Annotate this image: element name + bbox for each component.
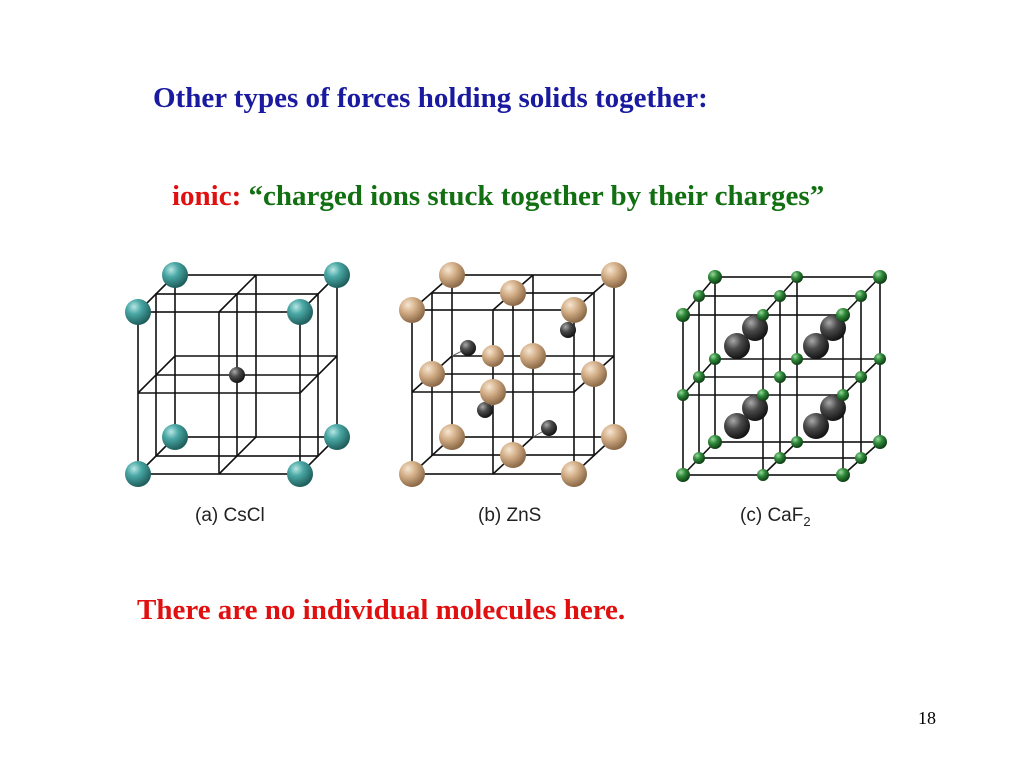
caption-zns: (b) ZnS: [478, 505, 541, 527]
caption-formula: CaF: [767, 505, 804, 526]
atoms-zns: [399, 262, 627, 487]
ionic-description: “charged ions stuck together by their ch…: [248, 180, 825, 212]
atoms-cscl: [125, 262, 350, 487]
caption-subscript: 2: [803, 514, 811, 529]
atoms-caf2: [676, 270, 887, 482]
slide-title: Other types of forces holding solids tog…: [153, 82, 708, 114]
caption-cscl: (a) CsCl: [195, 505, 265, 527]
caption-caf2: (c) CaF2: [740, 505, 811, 529]
ionic-definition: ionic: “charged ions stuck together by t…: [172, 180, 824, 213]
ionic-term: ionic:: [172, 180, 242, 212]
caption-prefix: (a): [195, 505, 224, 526]
note-text: There are no individual molecules here.: [137, 594, 626, 626]
caption-prefix: (b): [478, 505, 507, 526]
caption-prefix: (c): [740, 505, 768, 526]
caption-formula: ZnS: [506, 505, 542, 526]
crystal-lattice-figure: [125, 262, 887, 487]
page-number: 18: [918, 708, 936, 728]
caption-formula: CsCl: [223, 505, 265, 526]
